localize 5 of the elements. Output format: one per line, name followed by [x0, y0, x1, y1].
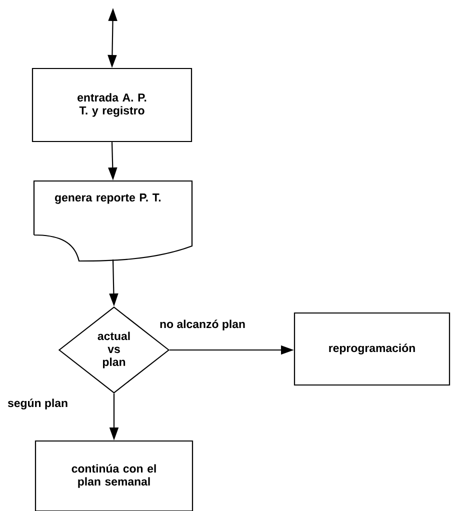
- edge-label: según plan: [6, 398, 70, 410]
- document-shape: genera reporte P. T.: [33, 180, 193, 262]
- process-box: reprogramación: [294, 312, 450, 386]
- process-box: continúa con el plan semanal: [34, 440, 194, 511]
- process-box: entrada A. P. T. y registro: [32, 68, 192, 142]
